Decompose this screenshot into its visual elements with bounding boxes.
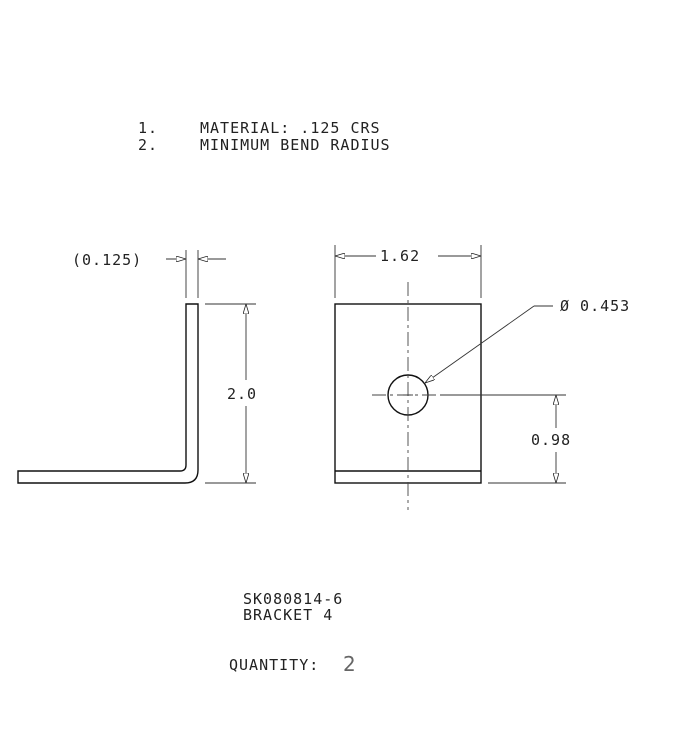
front-view: 1.62 Ø 0.453 0.98: [334, 245, 630, 510]
hole-diameter-dimension: Ø 0.453: [560, 297, 630, 315]
hole-leader-arrow: [425, 305, 535, 383]
notes: 1. MATERIAL: .125 CRS 2. MINIMUM BEND RA…: [138, 119, 391, 154]
part-number: SK080814-6: [243, 590, 343, 608]
width-dimension: 1.62: [380, 247, 420, 265]
quantity-label: QUANTITY:: [229, 656, 319, 674]
side-view: (0.125) 2.0: [17, 250, 257, 484]
note-1-number: 1.: [138, 119, 158, 137]
note-2-number: 2.: [138, 136, 158, 154]
quantity-value: 2: [343, 652, 356, 676]
height-dimension: 2.0: [227, 385, 257, 403]
thickness-dimension: (0.125): [72, 251, 142, 269]
title-block: SK080814-6 BRACKET 4 QUANTITY: 2: [229, 590, 356, 676]
part-name: BRACKET 4: [243, 606, 333, 624]
bracket-side-profile: [17, 303, 199, 484]
hole-offset-dimension: 0.98: [531, 431, 571, 449]
note-2-text: MINIMUM BEND RADIUS: [200, 136, 391, 154]
note-1-text: MATERIAL: .125 CRS: [200, 119, 381, 137]
